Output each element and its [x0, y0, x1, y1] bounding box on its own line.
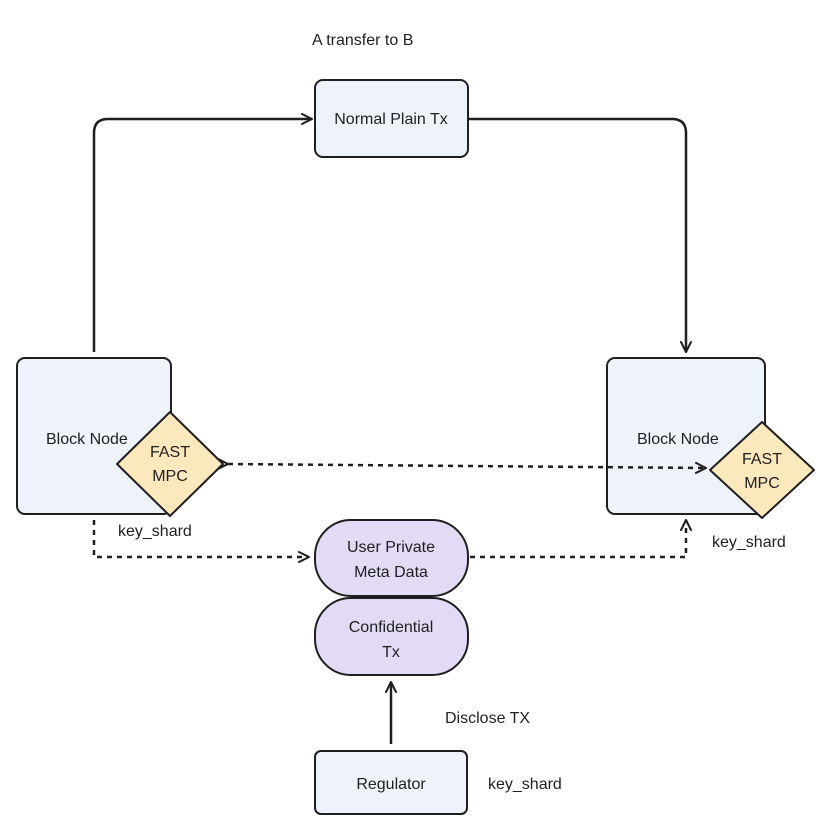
- confidential-tx-node: Confidential Tx: [314, 597, 469, 676]
- key-shard-regulator-label: key_shard: [488, 776, 562, 793]
- arrow-plain-tx-to-block-right: [469, 117, 692, 353]
- regulator-node: Regulator: [314, 750, 468, 815]
- fast-mpc-right: FAST MPC: [709, 421, 815, 519]
- fast-mpc-right-line2: MPC: [744, 475, 780, 492]
- fast-mpc-left-line1: FAST: [150, 444, 190, 461]
- key-shard-right-label: key_shard: [712, 534, 786, 551]
- fast-mpc-right-line1: FAST: [742, 451, 782, 468]
- key-shard-left-label: key_shard: [118, 523, 192, 540]
- fast-mpc-left-line2: MPC: [152, 468, 188, 485]
- normal-plain-tx-label: Normal Plain Tx: [334, 111, 448, 128]
- disclose-tx-label: Disclose TX: [445, 710, 530, 727]
- user-private-meta-line2: Meta Data: [354, 564, 428, 581]
- fast-mpc-left: FAST MPC: [116, 411, 224, 517]
- normal-plain-tx-node: Normal Plain Tx: [314, 79, 469, 158]
- dashed-arrow-key-shard-right: [470, 519, 692, 559]
- diagram-title: A transfer to B: [312, 32, 413, 49]
- confidential-tx-line2: Tx: [382, 644, 400, 661]
- block-node-right-label: Block Node: [637, 431, 719, 448]
- dashed-arrow-key-shard-left: [92, 520, 310, 563]
- user-private-meta-line1: User Private: [347, 539, 435, 556]
- arrow-block-left-to-plain-tx: [92, 113, 313, 352]
- user-private-meta-data-node: User Private Meta Data: [314, 519, 469, 597]
- block-node-left-label: Block Node: [46, 431, 128, 448]
- regulator-label: Regulator: [356, 776, 426, 793]
- confidential-tx-line1: Confidential: [349, 619, 434, 636]
